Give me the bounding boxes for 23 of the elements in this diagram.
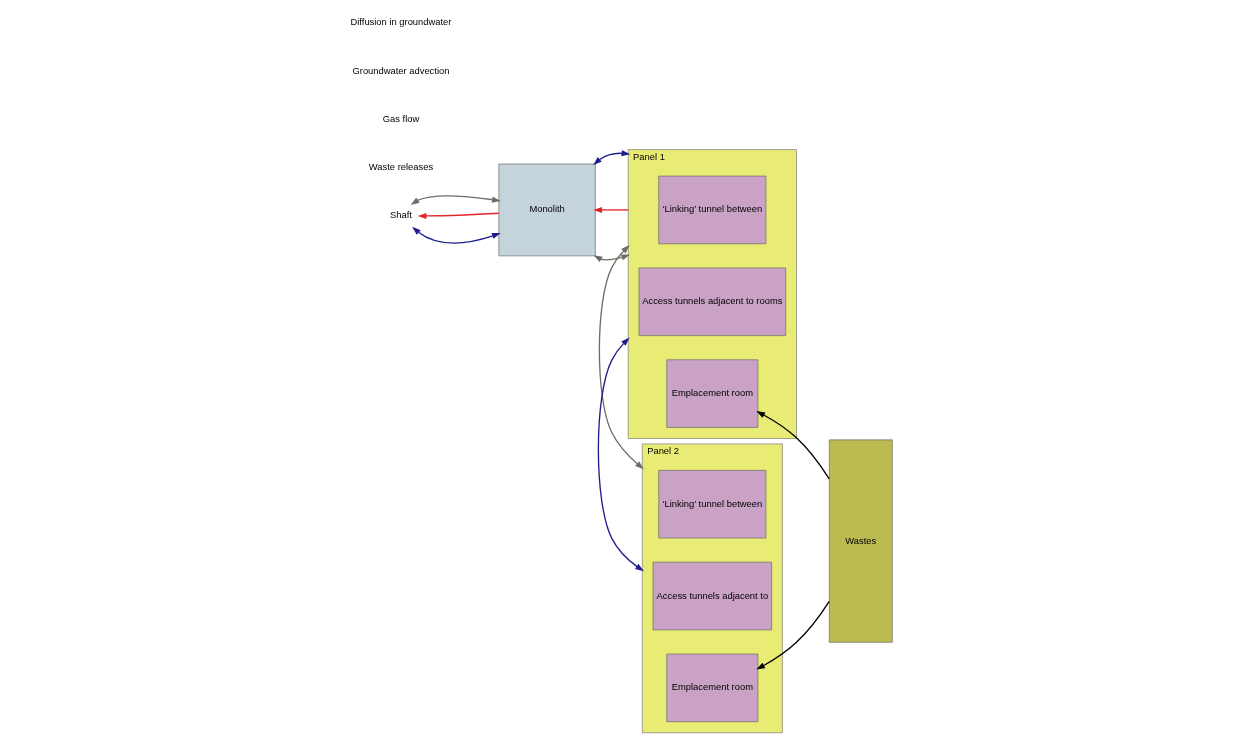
node-box: Emplacement room <box>666 359 759 428</box>
legend-label: Waste releases <box>368 162 434 173</box>
legend-label: Groundwater advection <box>352 65 450 76</box>
arrow <box>756 411 830 480</box>
arrow <box>756 600 830 670</box>
arrow <box>417 212 500 219</box>
node-box: ‘Linking’ tunnel between <box>658 175 767 245</box>
node-text: Shaft <box>390 210 412 221</box>
node-box: Emplacement room <box>666 653 759 723</box>
legend-label: Gas flow <box>382 113 420 124</box>
arrow <box>593 206 629 213</box>
arrow <box>412 226 501 244</box>
node-box: Monolith <box>498 163 596 257</box>
arrow <box>410 195 501 206</box>
node-box: Access tunnels adjacent to rooms <box>638 267 787 336</box>
legend-label: Diffusion in groundwater <box>350 17 452 28</box>
node-box: ‘Linking’ tunnel between <box>658 470 767 539</box>
node-box: Access tunnels adjacent to <box>652 561 772 631</box>
node-box: Wastes <box>828 439 893 643</box>
arrow <box>598 245 644 470</box>
arrow <box>597 337 644 572</box>
arrow <box>593 150 631 165</box>
arrow <box>593 254 631 263</box>
